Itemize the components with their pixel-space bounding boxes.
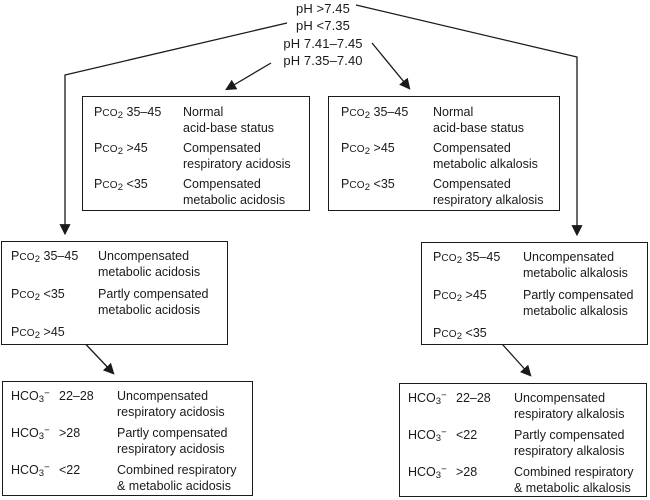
hco3-range-value: <22: [59, 463, 81, 477]
table-row: PCO2 <35 Compensated metabolic acidosis: [94, 176, 307, 208]
table-row: PCO2 35–45 Uncompensated metabolic acido…: [11, 248, 225, 280]
hco3-range-value: >28: [456, 465, 478, 479]
pco2-symbol: PCO2: [341, 105, 371, 121]
connector-ph-gt745-to-mid-right-box: [355, 4, 583, 237]
ph-label-lt-735: pH <7.35: [296, 18, 350, 34]
pco2-range-label: PCO2 <35: [11, 287, 65, 303]
table-row: PCO2 35–45 Uncompensated metabolic alkal…: [433, 249, 645, 281]
pco2-range-label: PCO2 <35: [341, 177, 395, 193]
diagnosis-text: Uncompensated metabolic alkalosis: [523, 250, 628, 280]
table-row: PCO2 <35 Compensated respiratory alkalos…: [341, 176, 557, 208]
connector-ph-lt735-to-mid-left-box: [59, 22, 288, 236]
table-row: HCO3− 22–28 Uncompensated respiratory ac…: [11, 388, 250, 420]
hco3-symbol: HCO3−: [11, 425, 50, 442]
hco3-range-value: 22–28: [456, 391, 491, 405]
pco2-symbol: PCO2: [11, 287, 41, 303]
ph-label-741-745: pH 7.41–7.45: [283, 35, 363, 51]
pco2-range-label: PCO2 35–45: [341, 105, 409, 121]
diagnosis-text: Partly compensated respiratory acidosis: [117, 426, 228, 456]
pco2-range-label: PCO2 >45: [94, 141, 148, 157]
pco2-range-label: PCO2 35–45: [94, 105, 162, 121]
table-row: PCO2 >45 Partly compensated metabolic al…: [433, 287, 645, 319]
box-lower-right-respiratory-alkalosis: HCO3− 22–28 Uncompensated respiratory al…: [399, 383, 647, 497]
ph-decision-labels: pH >7.45 pH <7.35 pH 7.41–7.45 pH 7.35–7…: [233, 0, 413, 69]
pco2-symbol: PCO2: [341, 177, 371, 193]
pco2-range-label: PCO2 >45: [341, 141, 395, 157]
table-row: PCO2 >45 Compensated metabolic alkalosis: [341, 140, 557, 172]
hco3-range-value: >28: [59, 426, 81, 440]
table-row: PCO2 >45 Compensated respiratory acidosi…: [94, 140, 307, 172]
diagnosis-text: [98, 324, 225, 342]
diagnosis-text: Compensated respiratory acidosis: [183, 141, 291, 171]
diagnosis-text: [523, 325, 645, 343]
table-row: HCO3− <22 Combined respiratory & metabol…: [11, 462, 250, 494]
pco2-symbol: PCO2: [11, 325, 41, 341]
pco2-symbol: PCO2: [433, 250, 463, 266]
hco3-symbol: HCO3−: [408, 427, 447, 444]
pco2-range-label: PCO2 >45: [11, 325, 65, 341]
table-row: HCO3− >28 Combined respiratory & metabol…: [408, 464, 644, 496]
diagnosis-text: Partly compensated metabolic alkalosis: [523, 288, 634, 318]
box-mid-left-metabolic-acidosis: PCO2 35–45 Uncompensated metabolic acido…: [1, 241, 228, 345]
pco2-range-label: PCO2 35–45: [433, 250, 501, 266]
connector-ph-735-740-to-upper-left-box: [225, 62, 272, 91]
hco3-symbol: HCO3−: [408, 390, 447, 407]
diagnosis-text: Combined respiratory & metabolic alkalos…: [514, 465, 634, 495]
table-row: PCO2 35–45 Normal acid-base status: [341, 104, 557, 136]
hco3-symbol: HCO3−: [11, 462, 50, 479]
pco2-range-label: PCO2 >45: [433, 288, 487, 304]
pco2-range-label: PCO2 35–45: [11, 249, 79, 265]
diagnosis-text: Partly compensated respiratory alkalosis: [514, 428, 625, 458]
pco2-symbol: PCO2: [11, 249, 41, 265]
diagnosis-text: Normal acid-base status: [183, 105, 275, 135]
table-row: HCO3− >28 Partly compensated respiratory…: [11, 425, 250, 457]
diagnosis-text: Compensated metabolic alkalosis: [433, 141, 538, 171]
table-row: HCO3− 22–28 Uncompensated respiratory al…: [408, 390, 644, 422]
hco3-symbol: HCO3−: [408, 464, 447, 481]
diagnosis-text: Normal acid-base status: [433, 105, 525, 135]
table-row: PCO2 <35: [433, 325, 645, 343]
table-row: HCO3− <22 Partly compensated respiratory…: [408, 427, 644, 459]
pco2-symbol: PCO2: [433, 288, 463, 304]
table-row: PCO2 <35 Partly compensated metabolic ac…: [11, 286, 225, 318]
box-mid-right-metabolic-alkalosis: PCO2 35–45 Uncompensated metabolic alkal…: [421, 242, 648, 345]
pco2-symbol: PCO2: [94, 105, 124, 121]
pco2-range-label: PCO2 <35: [433, 326, 487, 342]
box-upper-right-compensated-alkalosis: PCO2 35–45 Normal acid-base status PCO2 …: [328, 96, 560, 211]
connector-ph-741-745-to-upper-right-box: [371, 42, 411, 90]
box-lower-left-respiratory-acidosis: HCO3− 22–28 Uncompensated respiratory ac…: [2, 381, 253, 496]
box-upper-left-compensated-acidosis: PCO2 35–45 Normal acid-base status PCO2 …: [82, 96, 310, 211]
pco2-symbol: PCO2: [341, 141, 371, 157]
diagnosis-text: Uncompensated respiratory acidosis: [117, 389, 225, 419]
hco3-symbol: HCO3−: [11, 388, 50, 405]
diagnosis-text: Uncompensated metabolic acidosis: [98, 249, 201, 279]
ph-label-gt-745: pH >7.45: [296, 1, 350, 16]
hco3-range-value: 22–28: [59, 389, 94, 403]
pco2-symbol: PCO2: [94, 177, 124, 193]
table-row: PCO2 35–45 Normal acid-base status: [94, 104, 307, 136]
diagnosis-text: Compensated respiratory alkalosis: [433, 177, 544, 207]
diagnosis-text: Combined respiratory & metabolic acidosi…: [117, 463, 237, 493]
pco2-symbol: PCO2: [433, 326, 463, 342]
diagnosis-text: Uncompensated respiratory alkalosis: [514, 391, 625, 421]
table-row: PCO2 >45: [11, 324, 225, 342]
pco2-symbol: PCO2: [94, 141, 124, 157]
diagnosis-text: Partly compensated metabolic acidosis: [98, 287, 209, 317]
ph-label-735-740: pH 7.35–7.40: [283, 52, 363, 68]
diagnosis-text: Compensated metabolic acidosis: [183, 177, 286, 207]
hco3-range-value: <22: [456, 428, 478, 442]
pco2-range-label: PCO2 <35: [94, 177, 148, 193]
